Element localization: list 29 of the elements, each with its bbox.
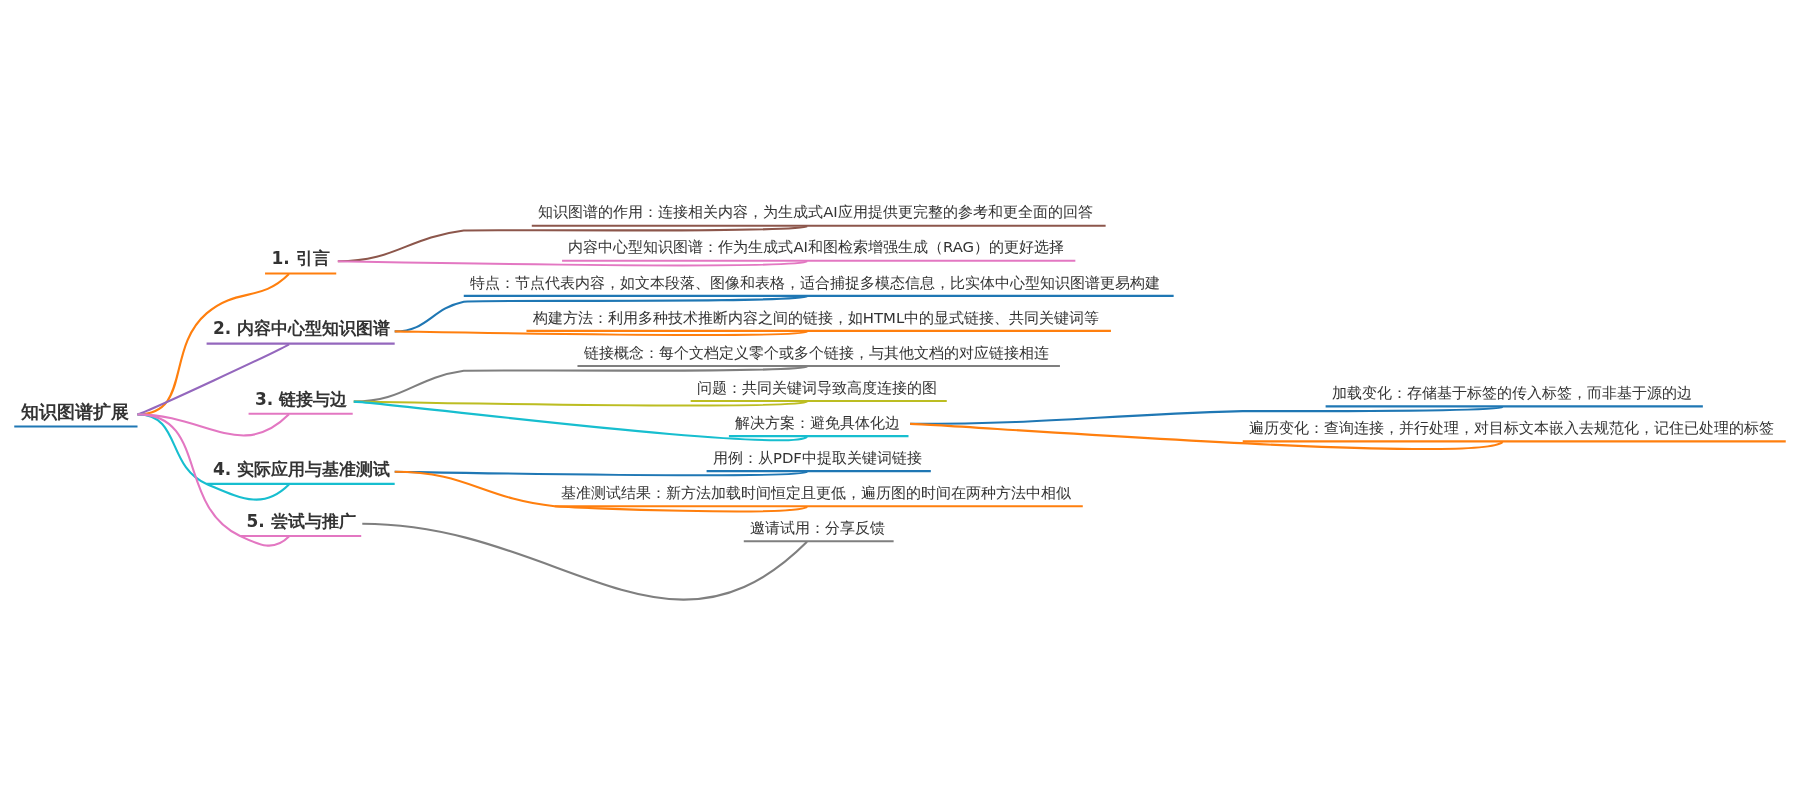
- node-text: 3. 链接与边: [254, 388, 348, 409]
- node-text: 特点：节点代表内容，如文本段落、图像和表格，适合捕捉多模态信息，比实体中心型知识图谱更易构建: [470, 273, 1161, 292]
- connector: [910, 422, 1503, 450]
- connector: [353, 400, 808, 441]
- node-text: 4. 实际应用与基准测试: [212, 458, 391, 479]
- node-text: 构建方法：利用多种技术推断内容之间的链接，如HTML中的显式链接、共同关键词等: [532, 308, 1100, 327]
- connector: [137, 342, 290, 415]
- node-text: 知识图谱扩展: [20, 400, 129, 422]
- node-text: 内容中心型知识图谱：作为生成式AI和图检索增强生成（RAG）的更好选择: [568, 237, 1065, 256]
- node-text: 解决方案：避免具体化边: [735, 413, 901, 432]
- node-text: 加载变化：存储基于标签的传入标签，而非基于源的边: [1331, 383, 1692, 402]
- node-text: 遍历变化：查询连接，并行处理，对目标文本嵌入去规范化，记住已处理的标签: [1249, 418, 1775, 437]
- node-text: 5. 尝试与推广: [246, 510, 356, 531]
- connector: [137, 412, 290, 547]
- connector: [137, 272, 290, 415]
- node-text: 用例：从PDF中提取关键词链接: [712, 448, 922, 467]
- node-text: 问题：共同关键词导致高度连接的图: [697, 378, 938, 397]
- node-text: 知识图谱的作用：连接相关内容，为生成式AI应用提供更完整的参考和更全面的回答: [538, 202, 1093, 221]
- connector: [353, 364, 808, 403]
- connector: [337, 259, 808, 266]
- connector: [394, 329, 808, 336]
- node-text: 邀请试用：分享反馈: [750, 518, 886, 537]
- connector: [394, 470, 808, 512]
- node-text: 基准测试结果：新方法加载时间恒定且更低，遍历图的时间在两种方法中相似: [561, 483, 1071, 502]
- node-text: 1. 引言: [271, 247, 330, 268]
- node-text: 链接概念：每个文档定义零个或多个链接，与其他文档的对应链接相连: [583, 343, 1049, 362]
- node-text: 2. 内容中心型知识图谱: [212, 317, 391, 338]
- connector: [137, 412, 290, 501]
- connector: [362, 522, 808, 600]
